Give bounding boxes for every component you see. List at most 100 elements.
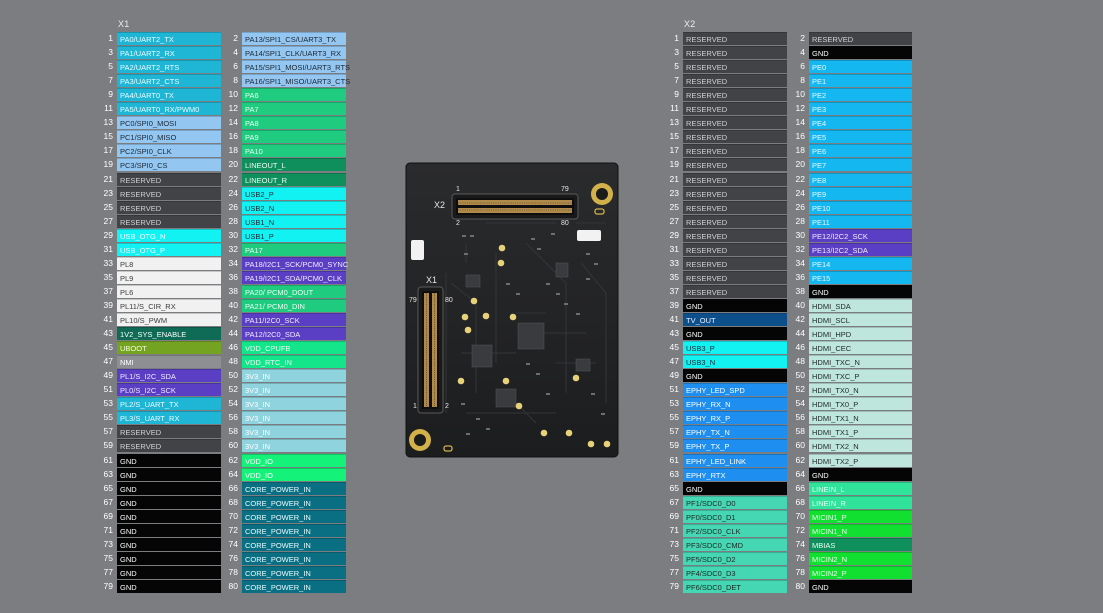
- pin-number: 53: [669, 398, 679, 409]
- pin-function-label: RESERVED: [117, 214, 221, 228]
- pin-function-label: PF2/SDC0_CLK: [683, 523, 787, 537]
- pin-number: 65: [669, 482, 679, 493]
- pin-number: 10: [795, 89, 805, 100]
- pin-number: 66: [795, 482, 805, 493]
- pin-number: 9: [674, 89, 679, 100]
- pin-function-label: CORE_POWER_IN: [242, 481, 346, 495]
- pin-function-label: HDMI_TXC_N: [809, 355, 912, 369]
- mounting-hole-top-right: [591, 183, 613, 205]
- pin-function-label: RESERVED: [117, 186, 221, 200]
- pin-number: 59: [103, 440, 113, 451]
- pin-function-label: LINEOUT_L: [242, 158, 346, 172]
- smd-components: [461, 233, 605, 435]
- pin-function-label: USB1_P: [242, 228, 346, 242]
- pin-function-label: 3V3_IN: [242, 439, 346, 453]
- pin-number: 73: [669, 538, 679, 549]
- pin-function-label: PA13/SPI1_CS/UART3_TX: [242, 32, 346, 45]
- pin-function-label: RESERVED: [683, 158, 787, 172]
- pin-number: 24: [795, 187, 805, 198]
- pin-number: 58: [228, 426, 238, 437]
- pin-number: 66: [228, 482, 238, 493]
- x1-title: X1: [118, 19, 130, 29]
- pin-number: 28: [795, 215, 805, 226]
- pin-number: 67: [103, 496, 113, 507]
- pin-number: 76: [228, 552, 238, 563]
- pin-function-label: VDD_IO: [242, 467, 346, 481]
- pin-function-label: RESERVED: [683, 270, 787, 284]
- pin-number: 21: [669, 173, 679, 184]
- pin-number: 72: [228, 524, 238, 535]
- pin-number: 65: [103, 482, 113, 493]
- pin-number: 33: [669, 257, 679, 268]
- pin-number: 73: [103, 538, 113, 549]
- pin-number: 45: [103, 342, 113, 353]
- pin-number: 9: [108, 89, 113, 100]
- pin-function-label: 3V3_IN: [242, 369, 346, 383]
- pin-function-label: PA3/UART2_CTS: [117, 74, 221, 88]
- pin-function-label: PE12/I2C2_SCK: [809, 228, 912, 242]
- pin-number: 40: [228, 299, 238, 310]
- pin-function-label: PE11: [809, 214, 912, 228]
- pin-number: 42: [795, 314, 805, 324]
- pin-function-label: HDMI_SDA: [809, 298, 912, 312]
- pin-function-label: RESERVED: [683, 130, 787, 144]
- ic-chips: [465, 262, 591, 408]
- pin-function-label: USB2_N: [242, 200, 346, 214]
- pin-number: 37: [103, 285, 113, 296]
- pin-function-label: 3V3_IN: [242, 425, 346, 439]
- pin-function-label: PE15: [809, 270, 912, 284]
- pin-number: 37: [669, 285, 679, 296]
- pin-number: 27: [103, 215, 113, 226]
- pin-function-label: VDD_IO: [242, 453, 346, 467]
- pin-function-label: RESERVED: [683, 256, 787, 270]
- pin-number: 32: [795, 243, 805, 254]
- pin-number: 77: [669, 566, 679, 577]
- pin-function-label: PL8: [117, 256, 221, 270]
- pin-function-label: RESERVED: [683, 46, 787, 60]
- pin-function-label: RESERVED: [683, 186, 787, 200]
- pin-function-label: RESERVED: [683, 32, 787, 45]
- pin-number: 71: [669, 524, 679, 535]
- pin-number: 29: [103, 229, 113, 240]
- pin-number: 61: [669, 454, 679, 465]
- pin-function-label: PA12/I2C0_SDA: [242, 327, 346, 341]
- pin-number: 79: [103, 580, 113, 591]
- pin-number: 44: [228, 328, 238, 339]
- x1-connector: [417, 286, 444, 414]
- pin-number: 53: [103, 398, 113, 409]
- pin-number: 2: [233, 33, 238, 43]
- pin-number: 52: [228, 384, 238, 395]
- x1-board-label: X1: [426, 275, 437, 285]
- pin-number: 5: [108, 61, 113, 72]
- pin-function-label: PA14/SPI1_CLK/UART3_RX: [242, 46, 346, 60]
- pin-number: 4: [800, 47, 805, 58]
- pin-number: 38: [795, 285, 805, 296]
- pin-function-label: GND: [683, 327, 787, 341]
- pin-number: 23: [669, 187, 679, 198]
- x1-pin-top-right: 80: [445, 297, 453, 304]
- pin-function-label: HDMI_TX2_P: [809, 453, 912, 467]
- pin-number: 27: [669, 215, 679, 226]
- pin-number: 17: [103, 145, 113, 156]
- pin-function-label: GND: [809, 284, 912, 298]
- pin-function-label: PL10/S_PWM: [117, 313, 221, 326]
- pin-function-label: PL11/S_CIR_RX: [117, 298, 221, 312]
- pin-number: 14: [228, 117, 238, 128]
- pin-number: 60: [795, 440, 805, 451]
- pin-number: 19: [669, 159, 679, 170]
- pin-number: 39: [103, 299, 113, 310]
- pin-number: 28: [228, 215, 238, 226]
- pin-number: 59: [669, 440, 679, 451]
- pin-number: 71: [103, 524, 113, 535]
- pin-function-label: HDMI_TX0_N: [809, 383, 912, 397]
- pin-function-label: GND: [117, 579, 221, 593]
- pin-number: 50: [228, 370, 238, 381]
- pin-number: 76: [795, 552, 805, 563]
- pin-number: 1: [108, 33, 113, 43]
- pin-number: 48: [228, 356, 238, 367]
- pin-function-label: HDMI_TX2_N: [809, 439, 912, 453]
- pin-number: 38: [228, 285, 238, 296]
- pin-function-label: GND: [809, 46, 912, 60]
- pin-number: 62: [228, 454, 238, 465]
- pin-number: 57: [103, 426, 113, 437]
